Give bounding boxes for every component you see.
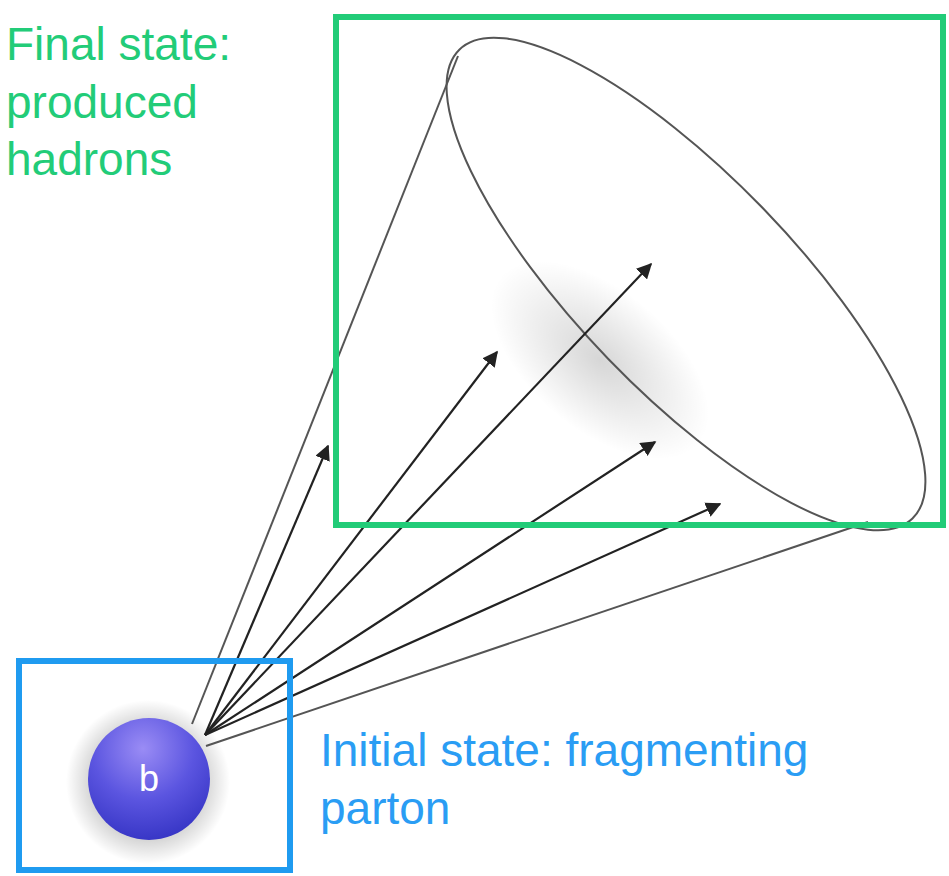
initial-state-label: Initial state: fragmenting parton xyxy=(320,722,820,837)
hadron-arrow xyxy=(205,442,655,735)
hadron-arrow xyxy=(205,352,497,735)
cone-shadow xyxy=(455,223,744,497)
parton-symbol: b xyxy=(139,761,159,797)
initial-state-box: Initial state: fragmenting partonb xyxy=(16,658,293,873)
cone-edge xyxy=(192,56,458,724)
particle-glow xyxy=(66,700,230,864)
parton-circle: b xyxy=(88,718,210,840)
cone-edge xyxy=(206,522,868,746)
hadron-arrow xyxy=(205,504,720,735)
hadron-arrow xyxy=(205,446,328,735)
final-state-label: Final state: produced hadrons xyxy=(6,16,318,189)
hadron-arrow xyxy=(205,264,651,735)
hadron-arrows xyxy=(205,264,720,735)
final-state-box: Final state: produced hadrons xyxy=(333,14,946,528)
cone-rim xyxy=(382,0,949,594)
